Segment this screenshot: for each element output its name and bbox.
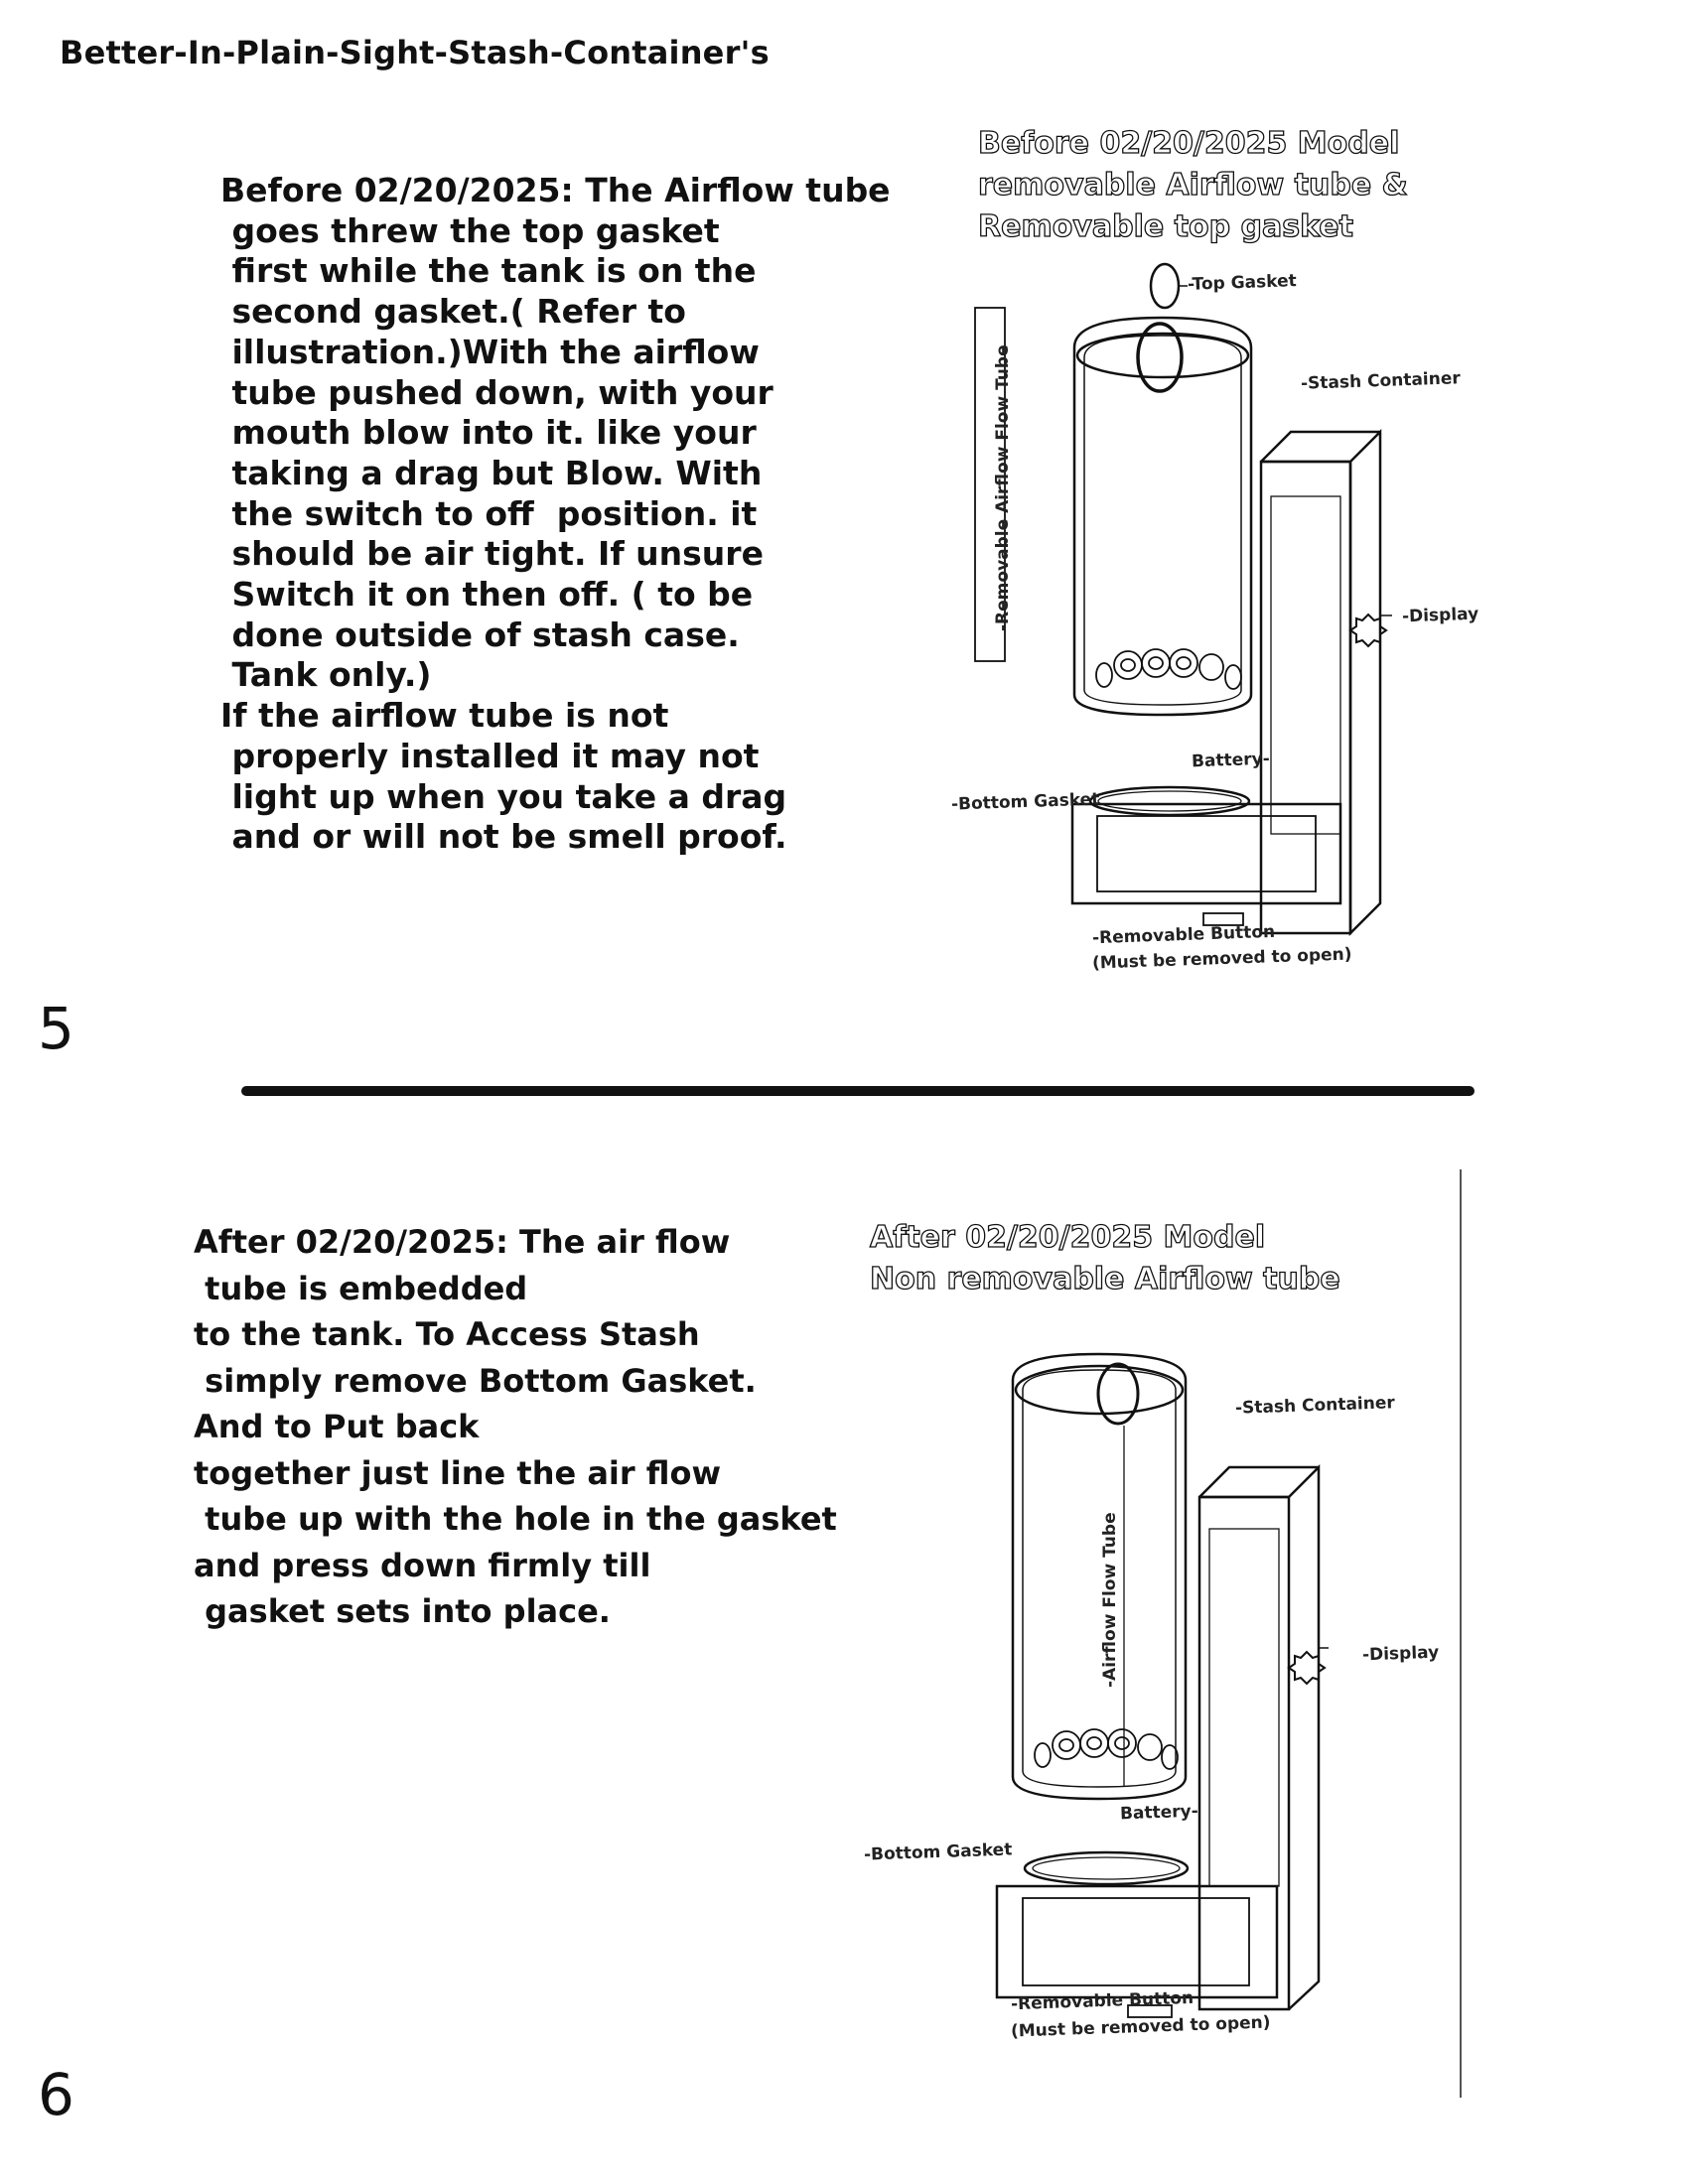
margin-rule [1460, 1169, 1462, 2098]
display-shape [1348, 613, 1388, 648]
label-battery: Battery- [1191, 749, 1271, 772]
paragraph-line: done outside of stash case. [220, 614, 740, 654]
label-airflow-tube: -Airflow Flow Tube [1100, 1512, 1120, 1688]
paragraph-line: After 02/20/2025: The air flow [194, 1223, 731, 1261]
figure-after-illustration [995, 1352, 1329, 2018]
figure-title-line: Removable top gasket [977, 208, 1353, 244]
label-battery: Battery- [1119, 1801, 1199, 1825]
figure-title-line: Non removable Airflow tube [869, 1261, 1340, 1297]
page-number-5: 5 [38, 995, 74, 1062]
paragraph-line: together just line the air flow [194, 1453, 722, 1492]
bottom-gasket-shape [1023, 1850, 1190, 1886]
paragraph-line: mouth blow into it. like your [220, 413, 757, 453]
paragraph-line: gasket sets into place. [194, 1592, 611, 1630]
tank-shape [1011, 1352, 1188, 1801]
paragraph-line: taking a drag but Blow. With [220, 453, 763, 492]
paragraph-line: the switch to off position. it [220, 493, 758, 533]
paragraph-line: Switch it on then off. ( to be [220, 575, 754, 614]
label-removable-button-note: (Must be removed to open) [1091, 944, 1352, 974]
label-top-gasket: -Top Gasket [1187, 271, 1298, 295]
base-shape [1070, 802, 1342, 905]
stash-container-shape [1198, 1463, 1321, 2010]
paragraph-line: properly installed it may not [220, 736, 760, 775]
bottom-gasket-shape [1088, 785, 1251, 817]
figure-before-illustration [974, 262, 1392, 937]
figure-title-line: Before 02/20/2025 Model [977, 125, 1400, 161]
label-display: -Display [1401, 604, 1479, 627]
paragraph-line: tube is embedded [194, 1269, 528, 1307]
label-airflow-tube: -Removable Airflow Flow Tube [993, 344, 1013, 631]
paragraph-line: to the tank. To Access Stash [194, 1315, 700, 1353]
top-gasket-shape [1149, 262, 1181, 310]
stash-container-shape [1260, 428, 1382, 937]
tank-shape [1072, 316, 1253, 717]
paragraph-line: should be air tight. If unsure [220, 534, 764, 574]
section-divider [241, 1086, 1475, 1096]
paragraph-line: goes threw the top gasket [220, 210, 720, 250]
paragraph-line: Before 02/20/2025: The Airflow tube [220, 171, 891, 209]
removable-button-shape [1202, 912, 1244, 926]
instructions-after-paragraph: After 02/20/2025: The air flow tube is e… [194, 1219, 837, 1635]
figure-title-line: After 02/20/2025 Model [869, 1219, 1266, 1255]
paragraph-line: tube up with the hole in the gasket [194, 1500, 837, 1538]
display-shape [1287, 1650, 1327, 1686]
instructions-before-paragraph: Before 02/20/2025: The Airflow tube goes… [220, 171, 891, 858]
paragraph-line: tube pushed down, with your [220, 372, 774, 412]
paragraph-line: simply remove Bottom Gasket. [194, 1361, 757, 1400]
base-shape [995, 1884, 1279, 1999]
page-number-6: 6 [38, 2061, 74, 2128]
paragraph-line: second gasket.( Refer to [220, 292, 686, 332]
paragraph-line: illustration.)With the airflow [220, 332, 760, 371]
removable-button-shape [1127, 2004, 1173, 2018]
paragraph-line: and press down firmly till [194, 1546, 651, 1584]
document-header: Better-In-Plain-Sight-Stash-Container's [60, 34, 770, 71]
paragraph-line: and or will not be smell proof. [220, 817, 787, 857]
figure-before-title: Before 02/20/2025 Model removable Airflow… [977, 123, 1408, 248]
paragraph-line: And to Put back [194, 1408, 480, 1445]
paragraph-line: Tank only.) [220, 655, 432, 695]
label-display: -Display [1361, 1642, 1440, 1666]
paragraph-line: first while the tank is on the [220, 251, 757, 291]
paragraph-line: If the airflow tube is not [220, 696, 669, 736]
paragraph-line: light up when you take a drag [220, 776, 787, 816]
figure-title-line: removable Airflow tube & [977, 167, 1408, 203]
